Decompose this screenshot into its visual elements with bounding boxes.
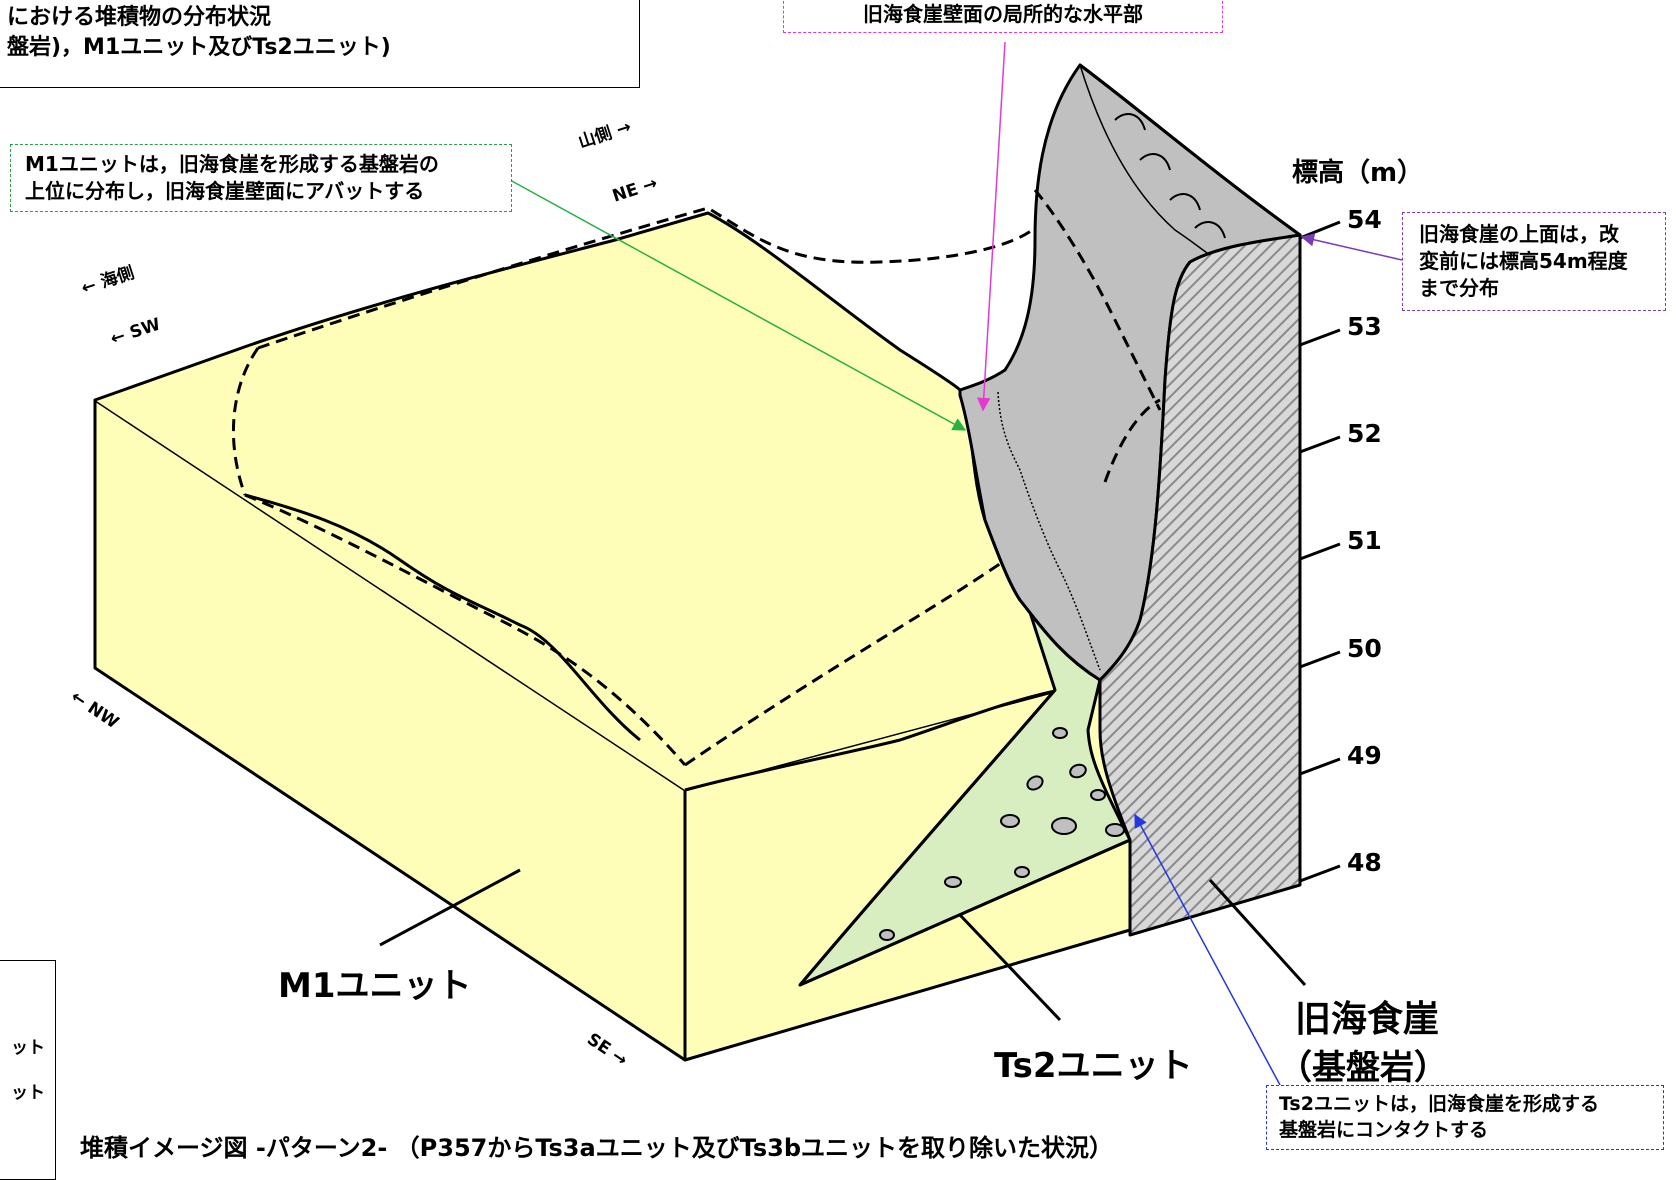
title-line-1: における堆積物の分布状況 [7, 5, 272, 30]
cliff-inner-contour [1079, 64, 1211, 256]
cliff-label-leader [1208, 878, 1307, 987]
callout-m1-abut: M1ユニットは，旧海食崖を形成する基盤岩の 上位に分布し，旧海食崖壁面にアバット… [10, 144, 512, 212]
elevation-tick-label: 53 [1347, 312, 1382, 341]
title-box: における堆積物の分布状況 盤岩)，M1ユニット及びTs2ユニット) [0, 0, 640, 88]
ts2-label-leader [958, 913, 1062, 1022]
elevation-tick-label: 48 [1347, 848, 1382, 877]
cliff-wall-line [997, 391, 1101, 671]
legend-fragment: ット ット [0, 960, 56, 1180]
cliff-surface-hachures [1114, 113, 1226, 239]
figure-caption: 堆積イメージ図 -パターン2- （P357からTs3aユニット及びTs3bユニッ… [80, 1134, 1114, 1162]
callout-ts2-contact: Ts2ユニットは，旧海食崖を形成する 基盤岩にコンタクトする [1266, 1085, 1664, 1151]
m1-unit-label: M1ユニット [278, 966, 472, 1006]
cliff-dashed-extent-1 [1033, 189, 1162, 411]
elevation-tick-label: 54 [1347, 205, 1382, 234]
m1-surface-contour [244, 493, 641, 742]
callout-local-flat: 旧海食崖壁面の局所的な水平部 [783, 0, 1223, 33]
blue-annotation-arrow [1134, 813, 1281, 1086]
m1-dashed-extent-upper [231, 347, 260, 496]
m1-front-top-edge [684, 688, 1061, 792]
purple-annotation-arrow [1300, 233, 1403, 261]
callout-ts2-contact-line-2: 基盤岩にコンタクトする [1279, 1118, 1489, 1141]
cliff-unit-label-line-2: （基盤岩） [1278, 1048, 1448, 1088]
cliff-top-edge [1079, 63, 1301, 237]
elevation-tick-label: 49 [1347, 741, 1382, 770]
m1-dashed-extent-lower [244, 493, 687, 766]
elevation-tick-label: 50 [1347, 634, 1382, 663]
callout-ts2-contact-line-1: Ts2ユニットは，旧海食崖を形成する [1279, 1093, 1599, 1115]
m1-dashed-extent-top [257, 206, 1036, 350]
green-annotation-arrow [509, 179, 967, 431]
title-line-2: 盤岩)，M1ユニット及びTs2ユニット) [7, 34, 391, 60]
elevation-ticks [1299, 220, 1341, 883]
m1-label-leader [379, 868, 521, 947]
m1-top-surface [95, 213, 1060, 790]
callout-cliff-top: 旧海食崖の上面は，改 変前には標高54m程度 まで分布 [1402, 212, 1666, 311]
callout-cliff-top-line-2: 変前には標高54m程度 [1419, 249, 1628, 273]
ts2-lower-wedge [798, 689, 1131, 987]
cliff-unit-label-line-1: 旧海食崖 [1295, 999, 1440, 1040]
elevation-title: 標高（m） [1292, 158, 1424, 188]
elevation-tick-label: 51 [1347, 526, 1382, 555]
callout-local-flat-text: 旧海食崖壁面の局所的な水平部 [863, 2, 1143, 26]
ts2-unit-label: Ts2ユニット [994, 1046, 1193, 1086]
elevation-tick-label: 52 [1347, 419, 1382, 448]
pink-annotation-arrow [976, 41, 1006, 412]
cliff-dashed-extent-2 [1103, 398, 1161, 483]
m1-top-near-edge [94, 211, 962, 402]
callout-m1-abut-line-1: M1ユニットは，旧海食崖を形成する基盤岩の [25, 152, 439, 176]
callout-cliff-top-line-3: まで分布 [1419, 276, 1499, 300]
ts2-gravel-pebbles [879, 727, 1125, 941]
callout-cliff-top-line-1: 旧海食崖の上面は，改 [1419, 222, 1619, 246]
callout-m1-abut-line-2: 上位に分布し，旧海食崖壁面にアバットする [25, 179, 425, 203]
m1-dashed-extent-diagonal [684, 439, 1152, 767]
legend-row: ット [11, 1038, 45, 1058]
legend-row: ット [11, 1082, 45, 1103]
